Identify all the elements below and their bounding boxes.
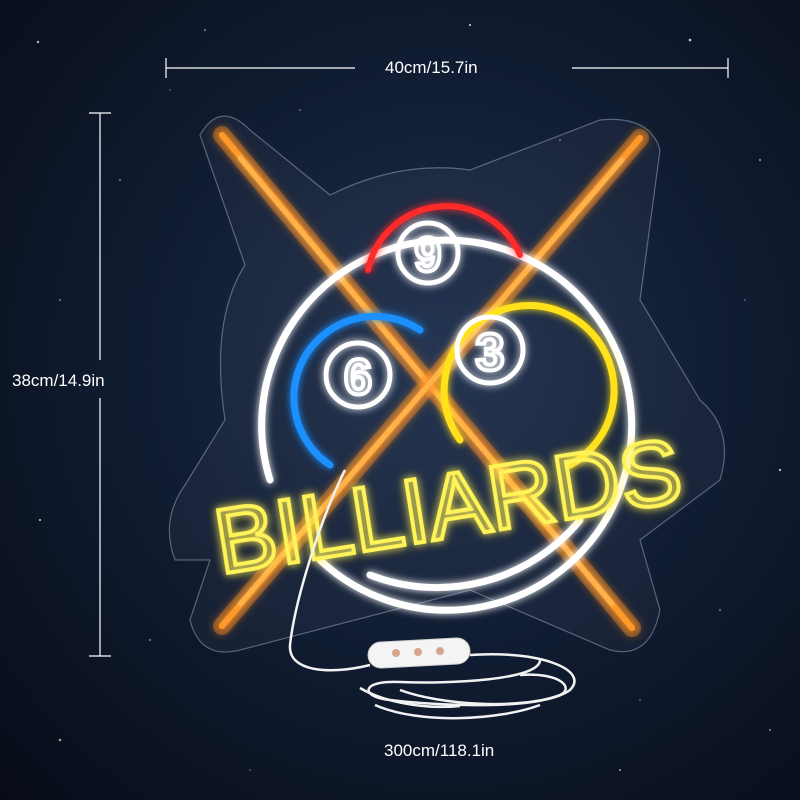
- ball-3: 3: [440, 302, 618, 469]
- height-dimension-label: 38cm/14.9in: [12, 371, 105, 390]
- power-cable: [288, 469, 576, 720]
- cue-stick-right: [213, 129, 649, 635]
- dimmer-switch: [367, 637, 471, 669]
- width-dimension-line: [165, 58, 729, 78]
- switch-button-icon: [392, 649, 400, 657]
- cable-length-label: 300cm/118.1in: [384, 741, 495, 760]
- width-dimension-label: 40cm/15.7in: [385, 58, 478, 77]
- ball-9-number: 9: [415, 229, 442, 282]
- ball-3-number: 3: [476, 324, 505, 382]
- switch-button-icon: [414, 648, 422, 656]
- ball-6: 6: [290, 312, 424, 469]
- switch-button-icon: [436, 647, 444, 655]
- height-dimension-line: [89, 112, 111, 657]
- ball-9: 9: [365, 203, 523, 286]
- white-ring: [258, 236, 636, 614]
- ball-6-number: 6: [344, 349, 372, 405]
